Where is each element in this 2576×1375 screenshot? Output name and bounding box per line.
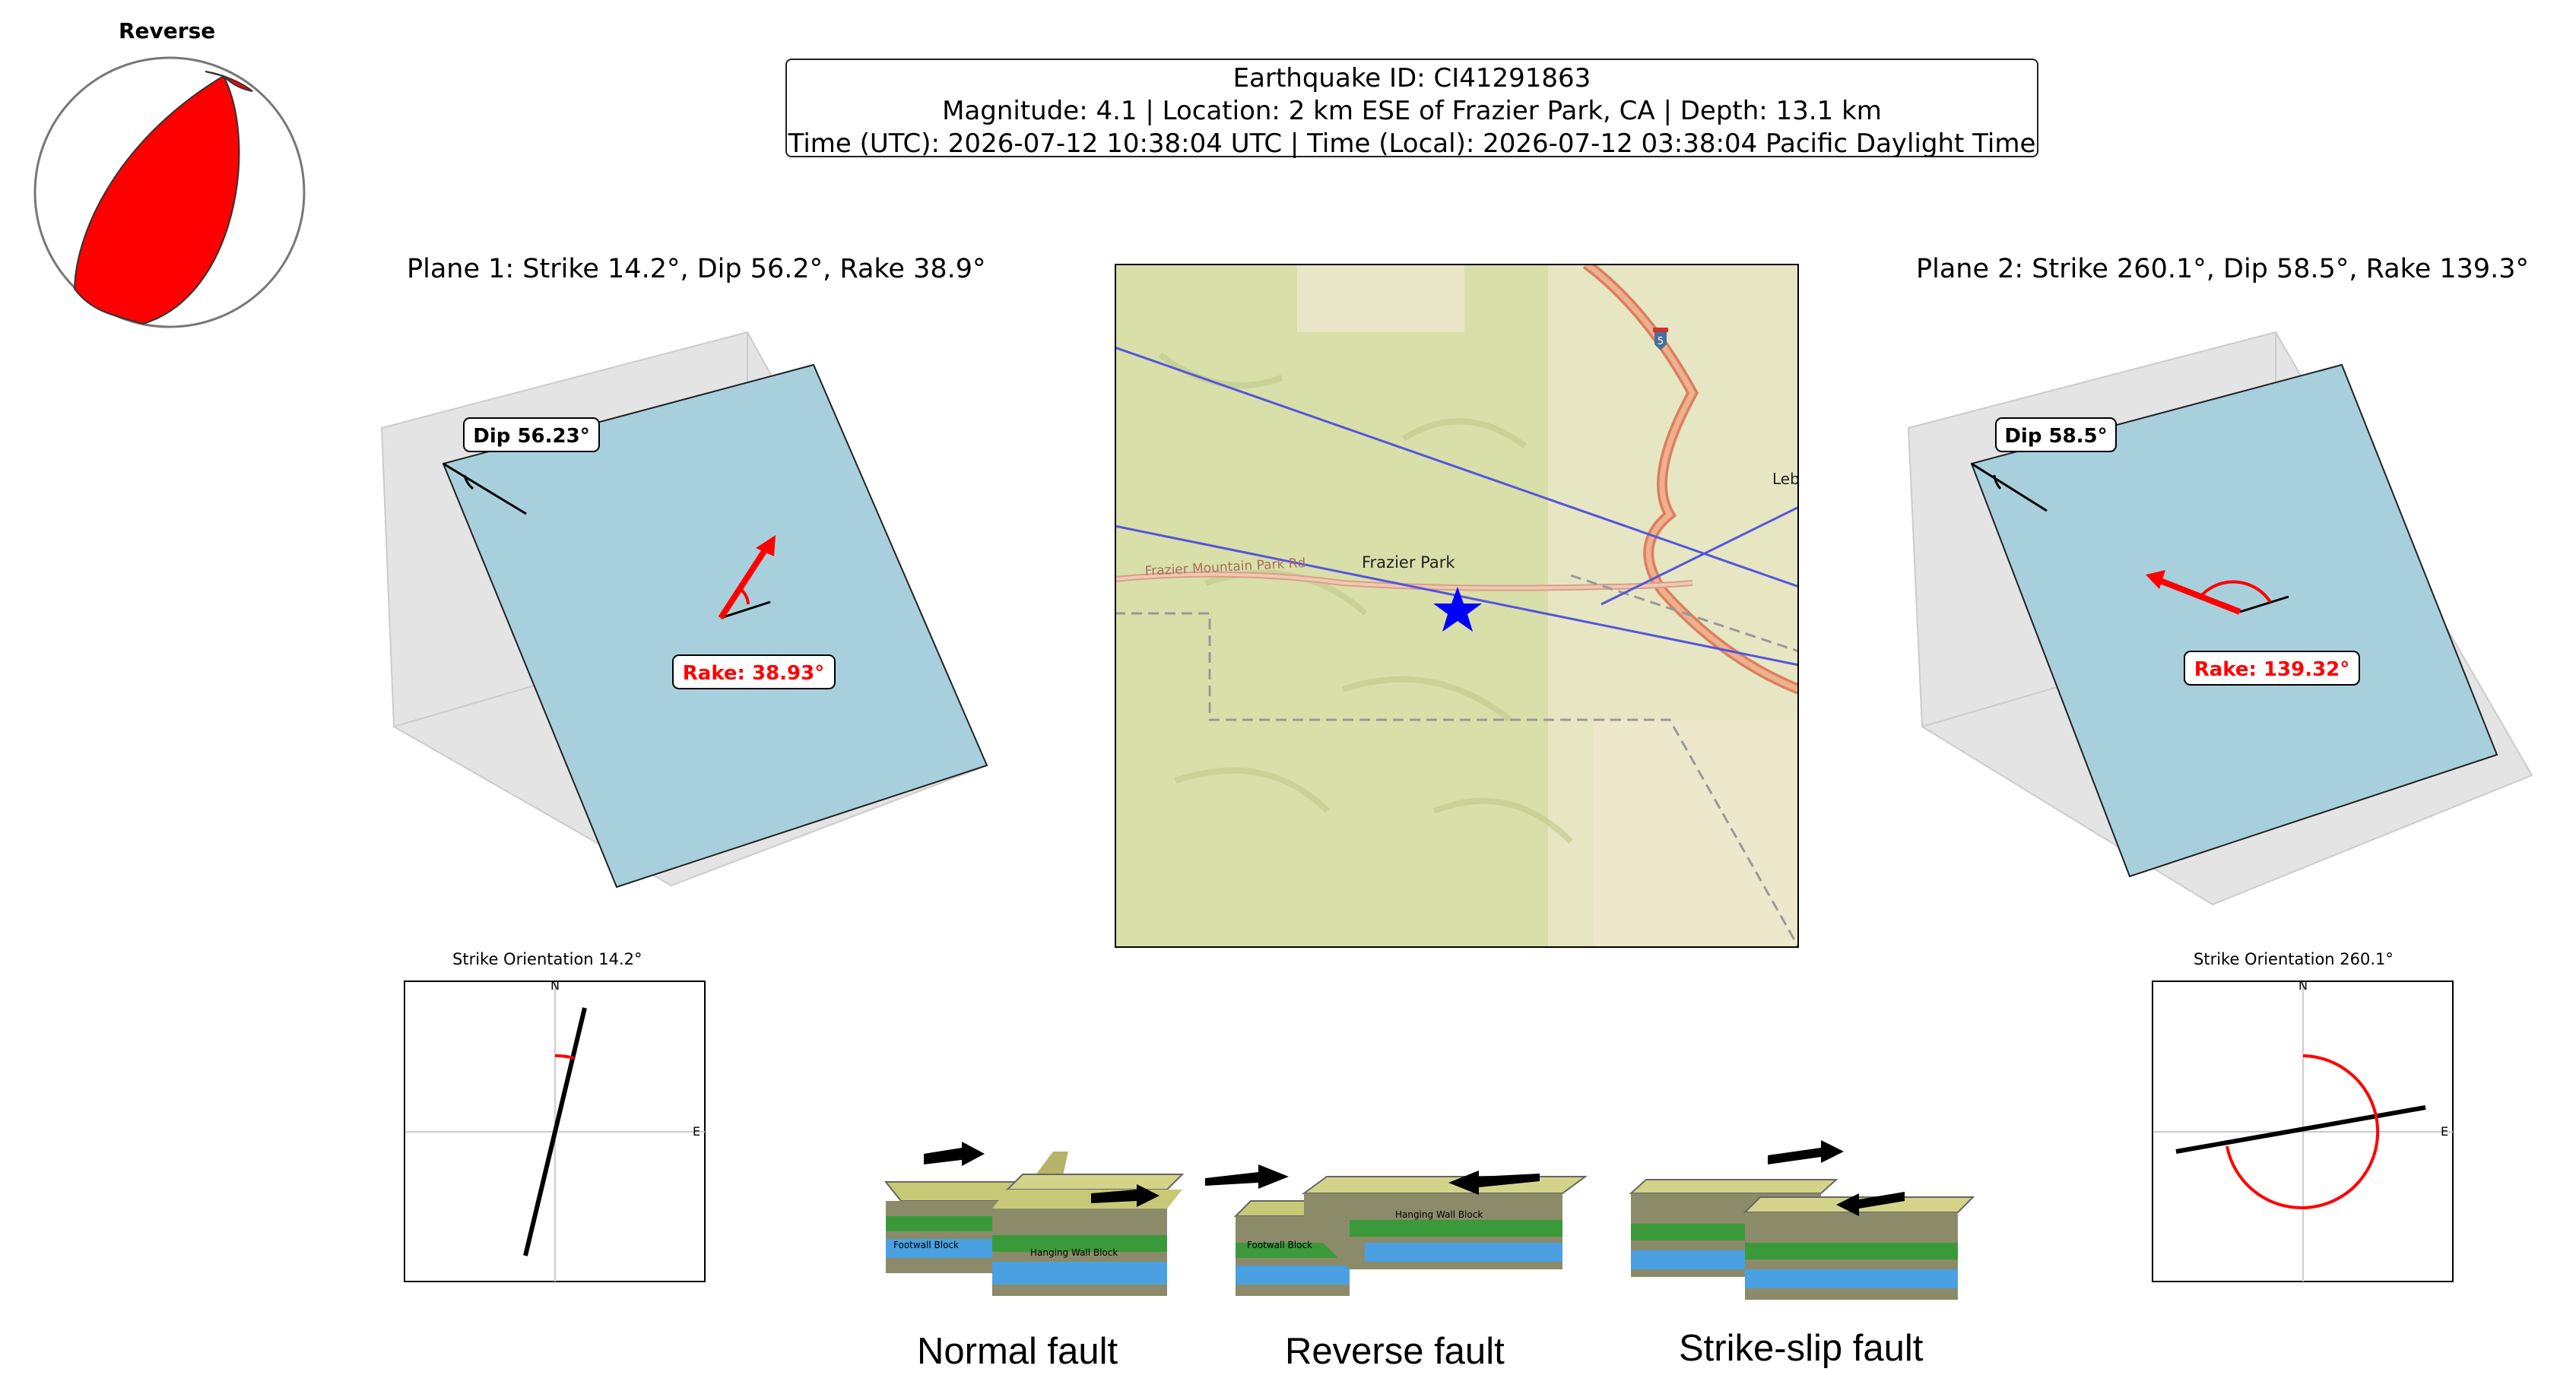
normal-footwall-label: Footwall Block: [893, 1240, 959, 1250]
town-label: Frazier Park: [1362, 553, 1455, 572]
plane1-dip-label: Dip 56.23°: [473, 425, 589, 448]
strike2-north: N: [2298, 981, 2308, 993]
map-edge-label: Leb: [1772, 470, 1799, 488]
reverse-fault-block: Footwall Block Hanging Wall Block: [1205, 1164, 1588, 1296]
plane1-diagram: Dip 56.23° Rake: 38.93°: [380, 331, 988, 889]
reverse-hangingwall-label: Hanging Wall Block: [1395, 1209, 1483, 1220]
strike2-east: E: [2441, 1124, 2448, 1139]
normal-hangingwall-label: Hanging Wall Block: [1030, 1247, 1118, 1258]
plane2-title: Plane 2: Strike 260.1°, Dip 58.5°, Rake …: [1916, 254, 2530, 284]
beachball: [33, 56, 306, 328]
plane2-diagram: Dip 58.5° Rake: 139.32°: [1907, 331, 2533, 906]
event-header: Earthquake ID: CI41291863 Magnitude: 4.1…: [785, 59, 2038, 159]
event-time: Time (UTC): 2026-07-12 10:38:04 UTC | Ti…: [788, 128, 2036, 159]
strike1-title: Strike Orientation 14.2°: [452, 950, 642, 968]
event-summary: Magnitude: 4.1 | Location: 2 km ESE of F…: [942, 96, 1882, 126]
strike2-compass: N E: [2152, 981, 2454, 1282]
plane2-rake-label: Rake: 139.32°: [2194, 658, 2350, 681]
fault-types-illustration: Footwall Block Hanging Wall Block Footwa…: [884, 1140, 1975, 1300]
epicenter-map: 5 Leb Frazier Park Frazier Mountain Park…: [1115, 264, 1799, 948]
reverse-footwall-label: Footwall Block: [1247, 1240, 1312, 1250]
beachball-title: Reverse: [119, 18, 216, 43]
plane2-dip-label: Dip 58.5°: [2004, 425, 2107, 448]
strike-slip-fault-label: Strike-slip fault: [1679, 1328, 1924, 1369]
plane1-title: Plane 1: Strike 14.2°, Dip 56.2°, Rake 3…: [407, 254, 986, 284]
epicenter-star: [1433, 587, 1482, 632]
reverse-fault-label: Reverse fault: [1285, 1331, 1505, 1372]
strike1-north: N: [550, 981, 560, 993]
normal-fault-label: Normal fault: [917, 1331, 1118, 1372]
interstate-shield: 5: [1658, 336, 1664, 347]
strike1-compass: N E: [404, 981, 706, 1282]
normal-fault-block: Footwall Block Hanging Wall Block: [884, 1142, 1185, 1296]
strike1-east: E: [693, 1124, 700, 1139]
event-id: Earthquake ID: CI41291863: [1232, 63, 1591, 93]
plane1-rake-label: Rake: 38.93°: [683, 662, 824, 685]
strike2-title: Strike Orientation 260.1°: [2194, 950, 2394, 968]
strike-slip-fault-block: [1629, 1140, 1975, 1300]
